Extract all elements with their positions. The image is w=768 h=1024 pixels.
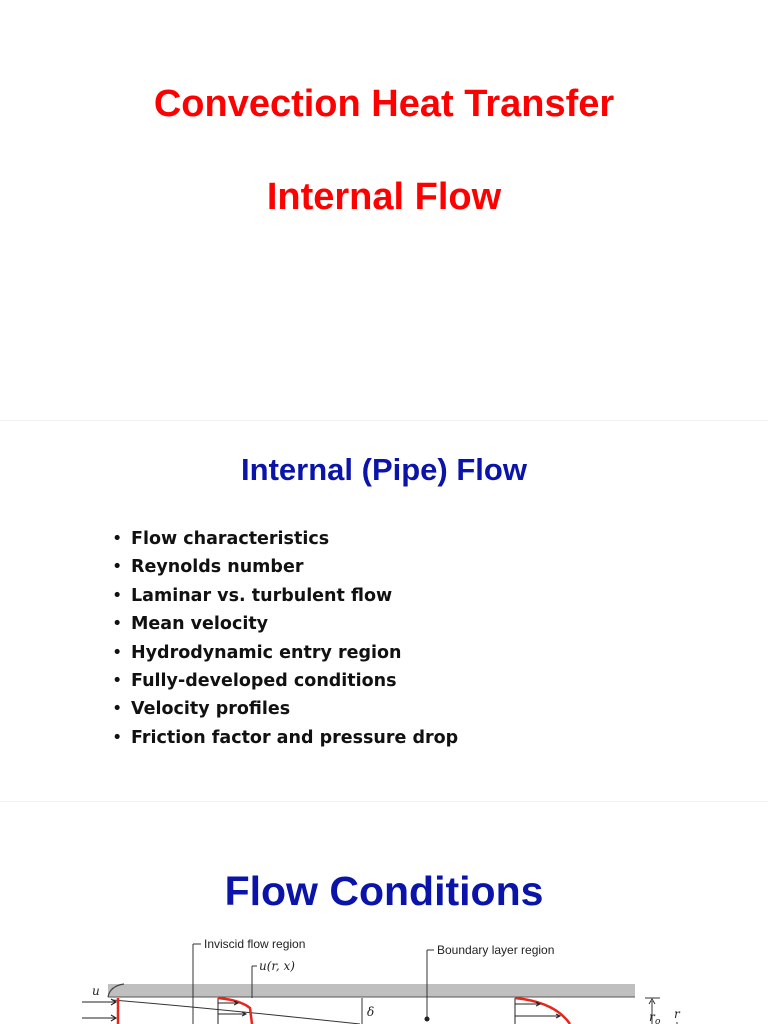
list-item: • Flow characteristics xyxy=(112,525,458,553)
bullet-glyph: • xyxy=(112,727,123,748)
bullet-glyph: • xyxy=(112,699,123,720)
inlet-velocity-label: u xyxy=(92,984,100,998)
slide-divider xyxy=(0,801,768,802)
list-item-text: Reynolds number xyxy=(131,557,304,578)
slide-title-heading: Convection Heat Transfer xyxy=(153,83,615,125)
list-item: • Mean velocity xyxy=(112,610,458,638)
inviscid-region-callout xyxy=(192,943,201,1024)
list-item: • Laminar vs. turbulent flow xyxy=(112,582,458,610)
list-item-text: Flow characteristics xyxy=(131,529,330,549)
bullet-glyph: • xyxy=(112,529,123,549)
list-item-text: Mean velocity xyxy=(131,614,269,635)
slide-divider xyxy=(0,420,768,421)
boundary-thickness-label: δ xyxy=(367,1005,374,1019)
topic-list: • Flow characteristics • Reynolds number •… xyxy=(112,525,458,752)
bullet-glyph: • xyxy=(112,585,123,606)
list-item: • Velocity profiles xyxy=(112,695,458,723)
slide-title: Convection Heat Transfer Internal Flow xyxy=(0,0,768,420)
slide-internal-flow: Internal (Pipe) Flow xyxy=(0,421,768,801)
inviscid-region-label: Inviscid flow region xyxy=(204,937,305,951)
inlet-velocity-arrows xyxy=(82,998,118,1022)
slide-title-subheading: Internal Flow xyxy=(266,176,502,218)
list-item-text: Laminar vs. turbulent flow xyxy=(131,585,393,606)
list-item-text: Friction factor and pressure drop xyxy=(131,727,459,748)
bullet-glyph: • xyxy=(112,614,123,635)
list-item-text: Hydrodynamic entry region xyxy=(131,642,402,663)
pipe-wall xyxy=(108,984,635,997)
slide-internal-flow-heading: Internal (Pipe) Flow xyxy=(241,452,527,487)
list-item-text: Fully-developed conditions xyxy=(131,671,397,692)
boundary-region-label: Boundary layer region xyxy=(437,943,554,957)
list-item: • Reynolds number xyxy=(112,553,458,581)
radius-label: r xyxy=(649,1010,656,1024)
radial-coordinate-label: r xyxy=(674,1007,681,1021)
velocity-profile-callout xyxy=(251,965,257,998)
bullet-glyph: • xyxy=(112,671,123,692)
boundary-layer-edge xyxy=(111,999,361,1024)
list-item: • Hydrodynamic entry region xyxy=(112,639,458,667)
radius-label-subscript: o xyxy=(655,1017,661,1024)
velocity-profile-label: u(r, x) xyxy=(259,959,295,973)
entry-region-diagram: u Inviscid flow region u(r, x) δ Boundar… xyxy=(82,937,681,1024)
slide-flow-conditions-heading: Flow Conditions xyxy=(224,868,544,914)
bullet-glyph: • xyxy=(112,642,123,663)
list-item: • Friction factor and pressure drop xyxy=(112,724,458,752)
developing-velocity-profile xyxy=(217,996,254,1024)
radius-dimension xyxy=(645,997,660,1024)
bullet-glyph: • xyxy=(112,557,123,578)
boundary-region-callout xyxy=(426,949,434,1018)
pipe-inlet-lip xyxy=(107,983,125,998)
boundary-region-point xyxy=(424,1016,430,1022)
fully-developed-velocity-profile xyxy=(514,996,572,1024)
list-item: • Fully-developed conditions xyxy=(112,667,458,695)
list-item-text: Velocity profiles xyxy=(131,699,291,720)
